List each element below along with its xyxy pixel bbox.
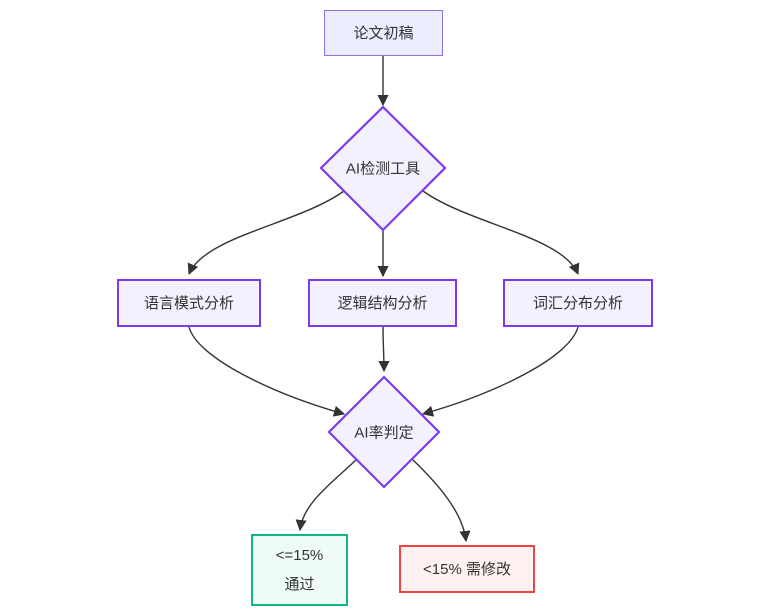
edge-judge-to-revise [411, 458, 471, 543]
node-paper-draft: 论文初稿 [324, 10, 443, 56]
node-paper-draft-label: 论文初稿 [353, 24, 414, 42]
node-ai-detect-label: AI检测工具 [345, 160, 421, 178]
edge-judge-to-pass [295, 458, 358, 532]
node-revise-result: <15% 需修改 [399, 545, 535, 593]
node-language-pattern-label: 语言模式分析 [143, 294, 234, 312]
edge-lang-to-judge [188, 326, 346, 417]
node-vocab-distribution-analysis: 词汇分布分析 [503, 279, 653, 327]
node-logic-structure-analysis: 逻辑结构分析 [308, 279, 457, 327]
node-language-pattern-analysis: 语言模式分析 [117, 279, 261, 327]
edge-vocab-to-judge [421, 326, 579, 417]
decision-ai-detect-shape [319, 105, 447, 232]
node-vocab-distribution-label: 词汇分布分析 [532, 294, 623, 312]
decision-ai-rate-shape [327, 375, 441, 489]
node-ai-rate-label: AI率判定 [354, 424, 414, 442]
edge-detect-to-lang [187, 190, 345, 276]
edge-logic-to-judge [378, 326, 390, 373]
node-pass-verdict: 通过 [284, 576, 315, 593]
node-pass-threshold: <=15% [275, 547, 324, 564]
node-revise-label: <15% 需修改 [423, 560, 511, 578]
node-logic-structure-label: 逻辑结构分析 [337, 294, 428, 312]
node-pass-result: <=15% 通过 [251, 534, 348, 606]
edge-detect-to-vocab [422, 190, 580, 276]
